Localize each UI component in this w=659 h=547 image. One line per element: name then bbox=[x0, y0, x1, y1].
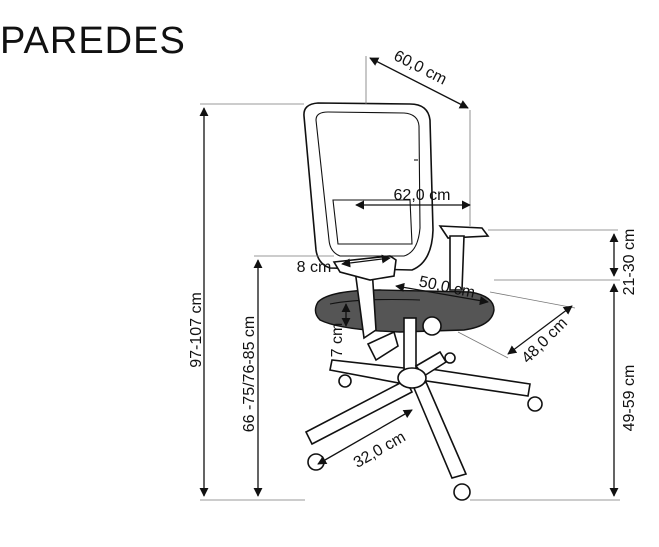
lever-knob bbox=[422, 316, 442, 336]
label-width: 62,0 cm bbox=[394, 187, 451, 204]
dim-lumbar: 7 cm bbox=[329, 303, 351, 358]
brand-title: PAREDES bbox=[0, 20, 186, 62]
label-total-height: 97-107 cm bbox=[188, 292, 205, 368]
armrest-right bbox=[438, 225, 490, 239]
label-seat-height: 49-59 cm bbox=[621, 365, 638, 432]
label-depth: 60,0 cm bbox=[391, 47, 449, 88]
dim-armrest-height: 66 -75/76-85 cm bbox=[241, 255, 334, 497]
label-base: 32,0 cm bbox=[351, 429, 409, 472]
label-armrest-width: 8 cm bbox=[297, 259, 332, 276]
chair bbox=[303, 102, 543, 501]
gas-lift bbox=[403, 317, 417, 375]
dim-seat-height: 49-59 cm bbox=[470, 283, 638, 501]
label-armrest-adjust: 21-30 cm bbox=[621, 229, 638, 296]
dim-total-height: 97-107 cm bbox=[188, 103, 305, 501]
backrest-mesh bbox=[315, 111, 421, 257]
dim-armrest-adjust: 21-30 cm bbox=[488, 229, 638, 296]
dim-armrest-width: 8 cm bbox=[297, 254, 391, 276]
label-lumbar: 7 cm bbox=[329, 323, 346, 358]
base bbox=[304, 350, 531, 479]
label-armrest-height: 66 -75/76-85 cm bbox=[241, 316, 258, 433]
dim-width: 62,0 cm bbox=[355, 187, 471, 210]
